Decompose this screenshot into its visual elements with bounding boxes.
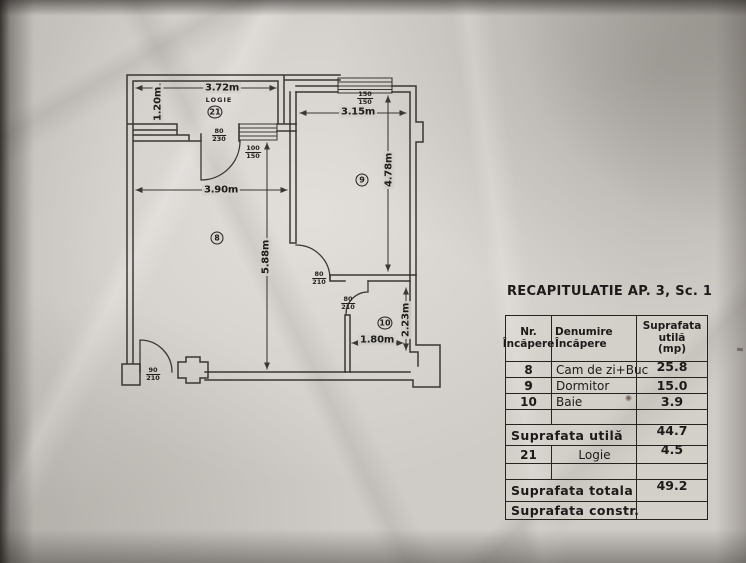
entry-door-size: 90 210 [146,367,160,381]
dormitor-door-height: 210 [312,277,326,286]
table-row-logie: 21 Logie 4.5 [506,442,707,464]
room-number-living: 8 [210,231,224,245]
room-number-dormitor: 9 [355,173,369,187]
suprafata-constr-value [637,502,707,519]
row-living-name: Cam de zi+Buc [552,362,648,377]
header-denumire-line1: Denumire [555,326,613,338]
baie-door-height: 210 [341,302,355,311]
row-living-area-value: 25.8 [656,359,688,374]
dim-label-baie-height: 2.23m [400,300,412,340]
table-row-baie: 10 Baie 3.9 [506,394,707,410]
room-number-baie: 10 [377,316,393,330]
empty-cell [552,410,637,424]
dormitor-window-size: 150 150 [357,91,373,105]
dormitor-window-height: 150 [358,97,372,106]
logie-room-label: LOGIE [205,96,233,104]
header-denumire: Denumire Încăpere [552,316,637,361]
logie-door-size: 80 230 [212,128,226,142]
interior-walls [289,91,417,373]
header-suprafata: Suprafata utilă (mp) [637,316,707,361]
header-nr: Nr. [520,326,537,338]
header-nr-incapere: Nr. Încăpere [502,316,555,361]
dormitor-door-size: 80 210 [312,271,326,285]
dim-label-living-width: 3.90m [201,184,241,196]
doors [139,140,369,373]
header-denumire-line2: Încăpere [555,337,607,350]
row-dormitor-nr: 9 [506,378,552,393]
dim-label-dormitor-width: 3.15m [338,106,378,118]
suprafata-totala-value: 49.2 [637,478,707,501]
logie-window-height: 150 [246,151,260,160]
entry-pillar [177,356,209,384]
dim-label-baie-width: 1.80m [357,334,397,346]
row-living-nr: 8 [506,362,552,377]
baie-door-size: 80 210 [341,296,355,310]
row-logie-area-value: 4.5 [660,442,684,457]
dim-label-living-height: 5.88m [260,237,272,277]
table-row-suprafata-totala: Suprafata totala 49.2 [506,478,707,502]
suprafata-constr-label: Suprafata constr. [506,502,639,519]
empty-cell [506,464,552,479]
suprafata-totala-number: 49.2 [656,478,688,493]
table-row-living: 8 Cam de zi+Buc 25.8 [506,359,707,378]
table-row-dormitor: 9 Dormitor 15.0 [506,378,707,394]
dim-label-logie-width: 3.72m [202,82,242,94]
ink-smudge [625,394,632,402]
logie-window-hatch [238,123,278,141]
row-living-area: 25.8 [637,359,707,377]
header-incapere: Încăpere [502,337,555,350]
row-logie-name: Logie [552,446,637,463]
recap-section: RECAPITULATIE AP. 3, Sc. 1 Nr. Încăpere … [502,284,713,520]
row-logie-nr: 21 [506,446,552,463]
dim-label-dormitor-height: 4.78m [383,150,395,190]
suprafata-utila-number: 44.7 [656,422,688,438]
recap-title: RECAPITULATIE AP. 3, Sc. 1 [507,284,713,299]
suprafata-totala-label: Suprafata totala [506,480,637,501]
suprafata-utila-label: Suprafata utilă [506,425,637,445]
row-dormitor-area: 15.0 [656,378,688,393]
pen-mark [736,347,744,352]
logie-door-height: 230 [212,134,226,143]
table-row-suprafata-constr: Suprafata constr. [506,502,707,519]
logie-window-size: 100 150 [245,145,261,159]
room-number-logie: 21 [207,105,223,119]
recap-table: Nr. Încăpere Denumire Încăpere Suprafata… [502,315,708,520]
recap-header-row: Nr. Încăpere Denumire Încăpere Suprafata… [502,316,707,362]
entry-door-height: 210 [146,373,160,382]
empty-cell [506,410,552,424]
empty-cell [637,464,707,479]
row-logie-area: 4.5 [637,442,707,463]
logie-door-arc [200,140,241,181]
row-dormitor-name: Dormitor [552,378,637,393]
row-baie-nr: 10 [506,394,552,409]
header-suprafata-line3: (mp) [657,343,687,356]
empty-cell [552,464,637,479]
row-baie-area: 3.9 [660,394,684,409]
dim-label-logie-depth: 1.20m [152,84,164,124]
